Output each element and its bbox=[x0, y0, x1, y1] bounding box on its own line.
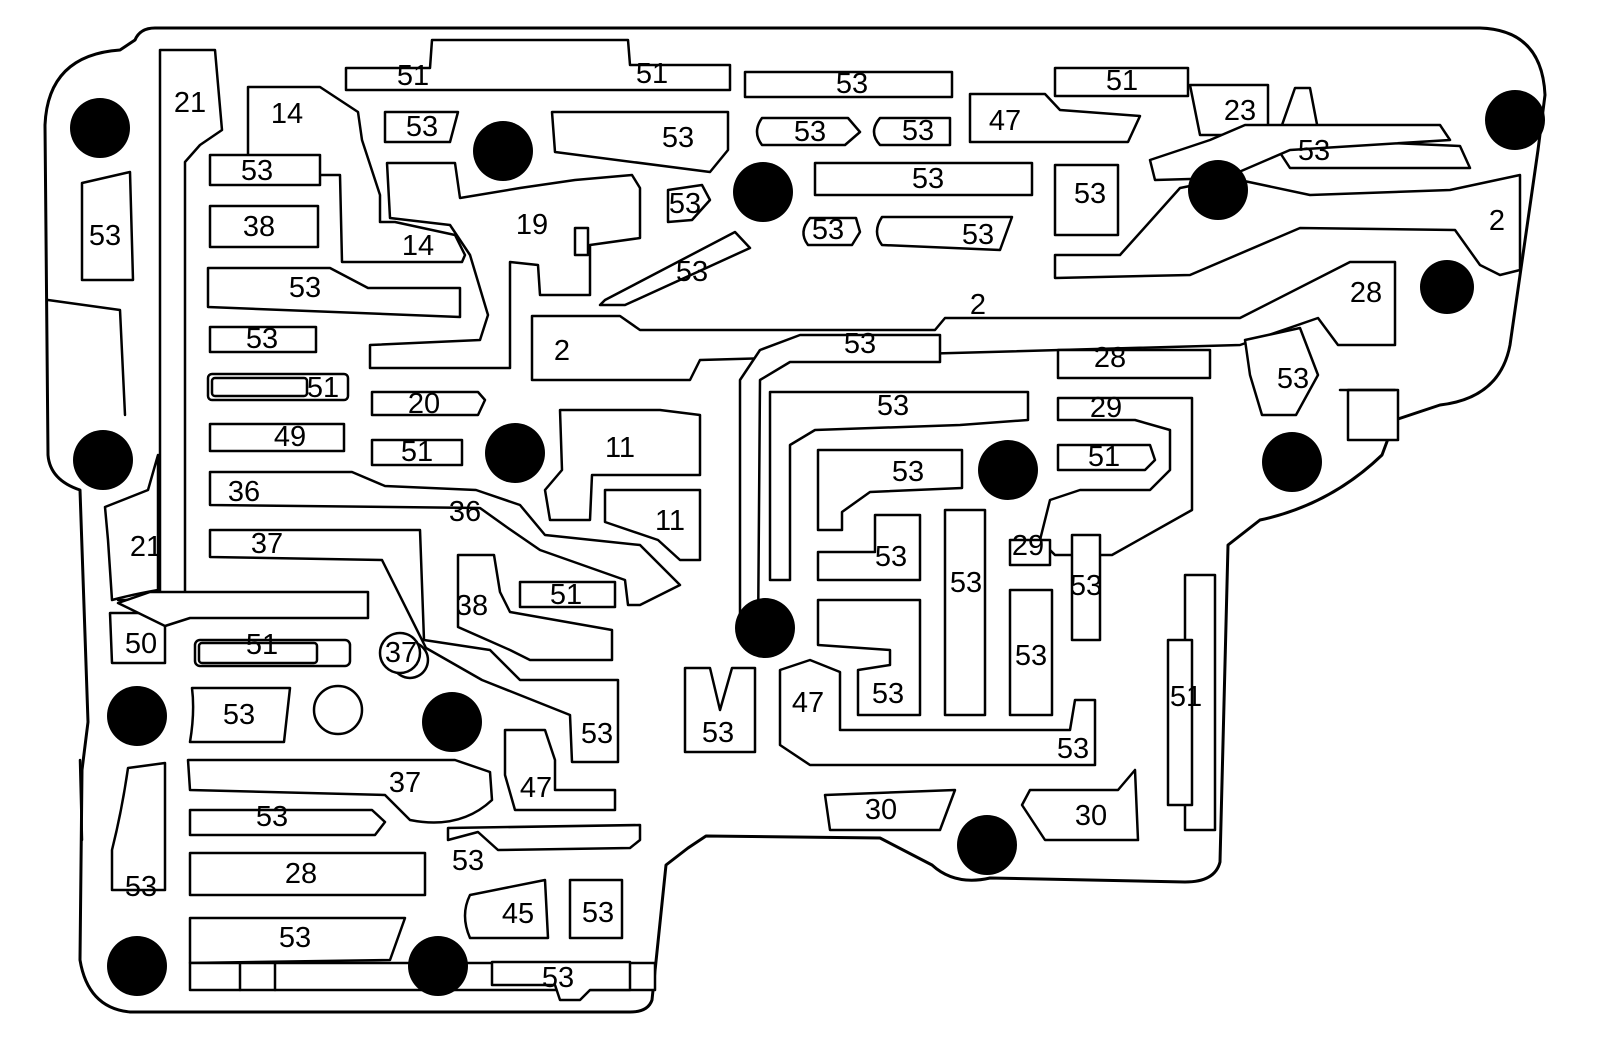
port-label: 53 bbox=[662, 122, 694, 154]
port-label: 53 bbox=[582, 897, 614, 929]
port-label: 53 bbox=[950, 567, 982, 599]
port-37-ring bbox=[378, 631, 422, 675]
port-label: 21 bbox=[174, 87, 206, 119]
port-label: 21 bbox=[130, 531, 162, 563]
port-label: 29 bbox=[1012, 530, 1044, 562]
port-label: 38 bbox=[243, 211, 275, 243]
port-label: 2 bbox=[554, 335, 570, 367]
port-label: 53 bbox=[872, 678, 904, 710]
channel-lines bbox=[46, 298, 1397, 992]
port-label: 51 bbox=[397, 60, 429, 92]
port-label: 37 bbox=[251, 528, 283, 560]
port-label: 53 bbox=[406, 111, 438, 143]
port-label: 51 bbox=[1106, 65, 1138, 97]
port-label: 53 bbox=[836, 68, 868, 100]
port-label: 53 bbox=[669, 188, 701, 220]
channel-cutouts bbox=[80, 38, 1522, 1002]
port-label: 45 bbox=[502, 898, 534, 930]
port-label: 53 bbox=[89, 220, 121, 252]
port-label: 38 bbox=[456, 590, 488, 622]
port-label: 53 bbox=[962, 219, 994, 251]
port-label: 37 bbox=[389, 767, 421, 799]
port-label: 53 bbox=[676, 256, 708, 288]
port-label: 51 bbox=[550, 579, 582, 611]
port-label: 53 bbox=[289, 272, 321, 304]
port-label: 53 bbox=[1015, 640, 1047, 672]
port-label: 53 bbox=[794, 116, 826, 148]
port-label: 20 bbox=[408, 388, 440, 420]
bolt-holes bbox=[70, 90, 1545, 996]
port-label: 30 bbox=[1075, 800, 1107, 832]
port-label: 53 bbox=[1074, 178, 1106, 210]
port-label: 2 bbox=[1489, 205, 1505, 237]
port-label: 51 bbox=[401, 436, 433, 468]
port-label: 53 bbox=[452, 845, 484, 877]
port-label: 53 bbox=[279, 922, 311, 954]
port-label: 53 bbox=[1298, 135, 1330, 167]
port-label: 51 bbox=[636, 58, 668, 90]
port-label: 53 bbox=[1057, 733, 1089, 765]
port-label: 47 bbox=[989, 105, 1021, 137]
port-label: 53 bbox=[875, 541, 907, 573]
port-label: 11 bbox=[655, 505, 685, 537]
port-label: 53 bbox=[902, 115, 934, 147]
port-label: 53 bbox=[812, 214, 844, 246]
port-label: 14 bbox=[402, 230, 434, 262]
port-label: 53 bbox=[223, 699, 255, 731]
port-label: 53 bbox=[1070, 570, 1102, 602]
port-label: 51 bbox=[246, 629, 278, 661]
port-label: 53 bbox=[246, 323, 278, 355]
port-label: 47 bbox=[520, 772, 552, 804]
port-label: 29 bbox=[1090, 392, 1122, 424]
port-label: 28 bbox=[285, 858, 317, 890]
port-label: 11 bbox=[605, 432, 635, 464]
port-label: 49 bbox=[274, 421, 306, 453]
port-label: 14 bbox=[271, 98, 303, 130]
port-label: 53 bbox=[542, 962, 574, 994]
port-label: 19 bbox=[516, 209, 548, 241]
port-label: 36 bbox=[449, 496, 481, 528]
port-labels: 21 14 51 51 53 51 53 53 53 53 47 23 53 5… bbox=[89, 58, 1505, 994]
port-label: 53 bbox=[877, 390, 909, 422]
port-label: 53 bbox=[125, 871, 157, 903]
port-label: 53 bbox=[1277, 363, 1309, 395]
port-label: 30 bbox=[865, 794, 897, 826]
port-label: 53 bbox=[892, 456, 924, 488]
port-label: 53 bbox=[256, 801, 288, 833]
port-label: 50 bbox=[125, 628, 157, 660]
port-label: 53 bbox=[581, 718, 613, 750]
port-label: 51 bbox=[307, 372, 339, 404]
port-label: 37 bbox=[385, 637, 417, 669]
open-port-circle bbox=[312, 684, 364, 736]
port-label: 53 bbox=[241, 155, 273, 187]
port-label: 51 bbox=[1170, 681, 1202, 713]
port-label: 23 bbox=[1224, 95, 1256, 127]
port-label: 53 bbox=[844, 328, 876, 360]
port-label: 53 bbox=[702, 717, 734, 749]
port-label: 2 bbox=[970, 289, 986, 321]
port-label: 53 bbox=[912, 163, 944, 195]
port-label: 47 bbox=[792, 687, 824, 719]
port-label: 51 bbox=[1088, 441, 1120, 473]
port-label: 28 bbox=[1350, 277, 1382, 309]
port-label: 36 bbox=[228, 476, 260, 508]
port-label: 28 bbox=[1094, 342, 1126, 374]
